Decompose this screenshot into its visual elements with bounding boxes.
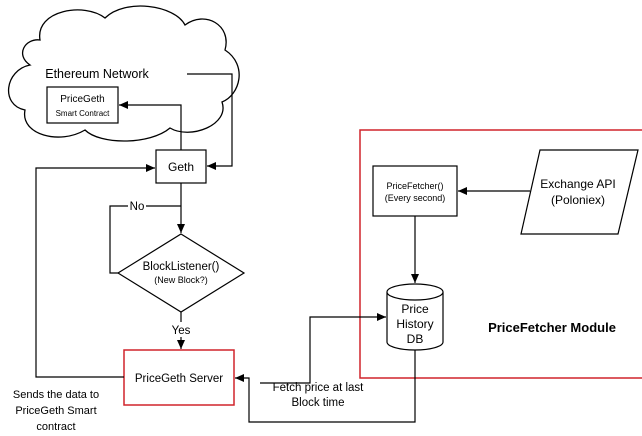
pricegeth-server-label: PriceGeth Server	[135, 373, 223, 385]
arrow-blocklistener-no-loop	[109, 205, 181, 274]
exchange-api-label-line1: Exchange API	[540, 177, 615, 191]
geth-box	[155, 149, 207, 184]
pricefetcher-box	[372, 165, 458, 217]
pricefetcher-label-line2: (Every second)	[385, 193, 446, 203]
exchange-api-label-line2: (Poloniex)	[551, 193, 605, 207]
server-note-line1: Sends the data to	[13, 389, 99, 401]
arrow-server-to-geth	[35, 164, 155, 378]
arrow-db-to-server	[235, 350, 416, 423]
db-label-line2: History	[396, 317, 433, 331]
branch-no-label: No	[130, 201, 145, 213]
fetch-note-line2: Block time	[291, 397, 344, 409]
server-note-line2: PriceGeth Smart	[15, 405, 96, 417]
pricegeth-smart-contract-box	[46, 86, 119, 124]
geth-label: Geth	[168, 160, 194, 174]
blocklistener-decision	[116, 233, 246, 313]
blocklistener-label-line2: (New Block?)	[154, 275, 208, 285]
blocklistener-label-line1: BlockListener()	[143, 261, 220, 273]
exchange-api-data-source	[520, 149, 639, 235]
db-label-line3: DB	[407, 332, 424, 346]
price-history-db-top	[386, 283, 444, 301]
smart-contract-label-line2: Smart Contract	[56, 109, 111, 118]
ethereum-network-label: Ethereum Network	[45, 67, 149, 81]
smart-contract-label-line1: PriceGeth	[60, 94, 104, 105]
arrow-server-to-db	[260, 313, 386, 384]
arrow-geth-to-contract	[119, 101, 182, 150]
branch-yes-label: Yes	[172, 325, 191, 337]
server-note-line3: contract	[36, 421, 75, 433]
db-label-line1: Price	[401, 302, 429, 316]
arrow-cloud-to-geth	[187, 73, 233, 170]
fetch-note-line1: Fetch price at last	[273, 382, 365, 394]
pricefetcher-label-line1: PriceFetcher()	[386, 181, 443, 191]
pricefetcher-module-boundary	[359, 129, 642, 379]
module-label: PriceFetcher Module	[488, 320, 616, 335]
